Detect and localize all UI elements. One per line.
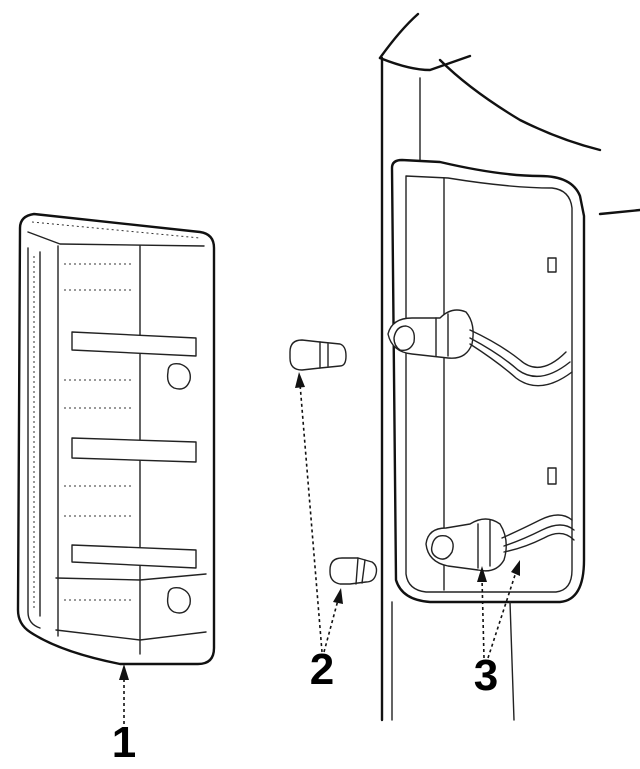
bulb-lower: [329, 557, 378, 585]
bulb-upper: [289, 339, 347, 371]
callout-1-leader: [119, 664, 129, 742]
callout-2-label: 2: [310, 645, 334, 694]
callout-2-leader: [295, 372, 343, 653]
tail-lamp-lens-assembly: [16, 212, 216, 666]
callout-1-label: 1: [112, 718, 136, 767]
callout-3-leader: [477, 560, 520, 659]
callout-3-label: 3: [474, 651, 498, 700]
vehicle-rear-body-panel: [378, 12, 640, 722]
socket-upper: [387, 309, 573, 387]
socket-lower: [425, 514, 575, 572]
